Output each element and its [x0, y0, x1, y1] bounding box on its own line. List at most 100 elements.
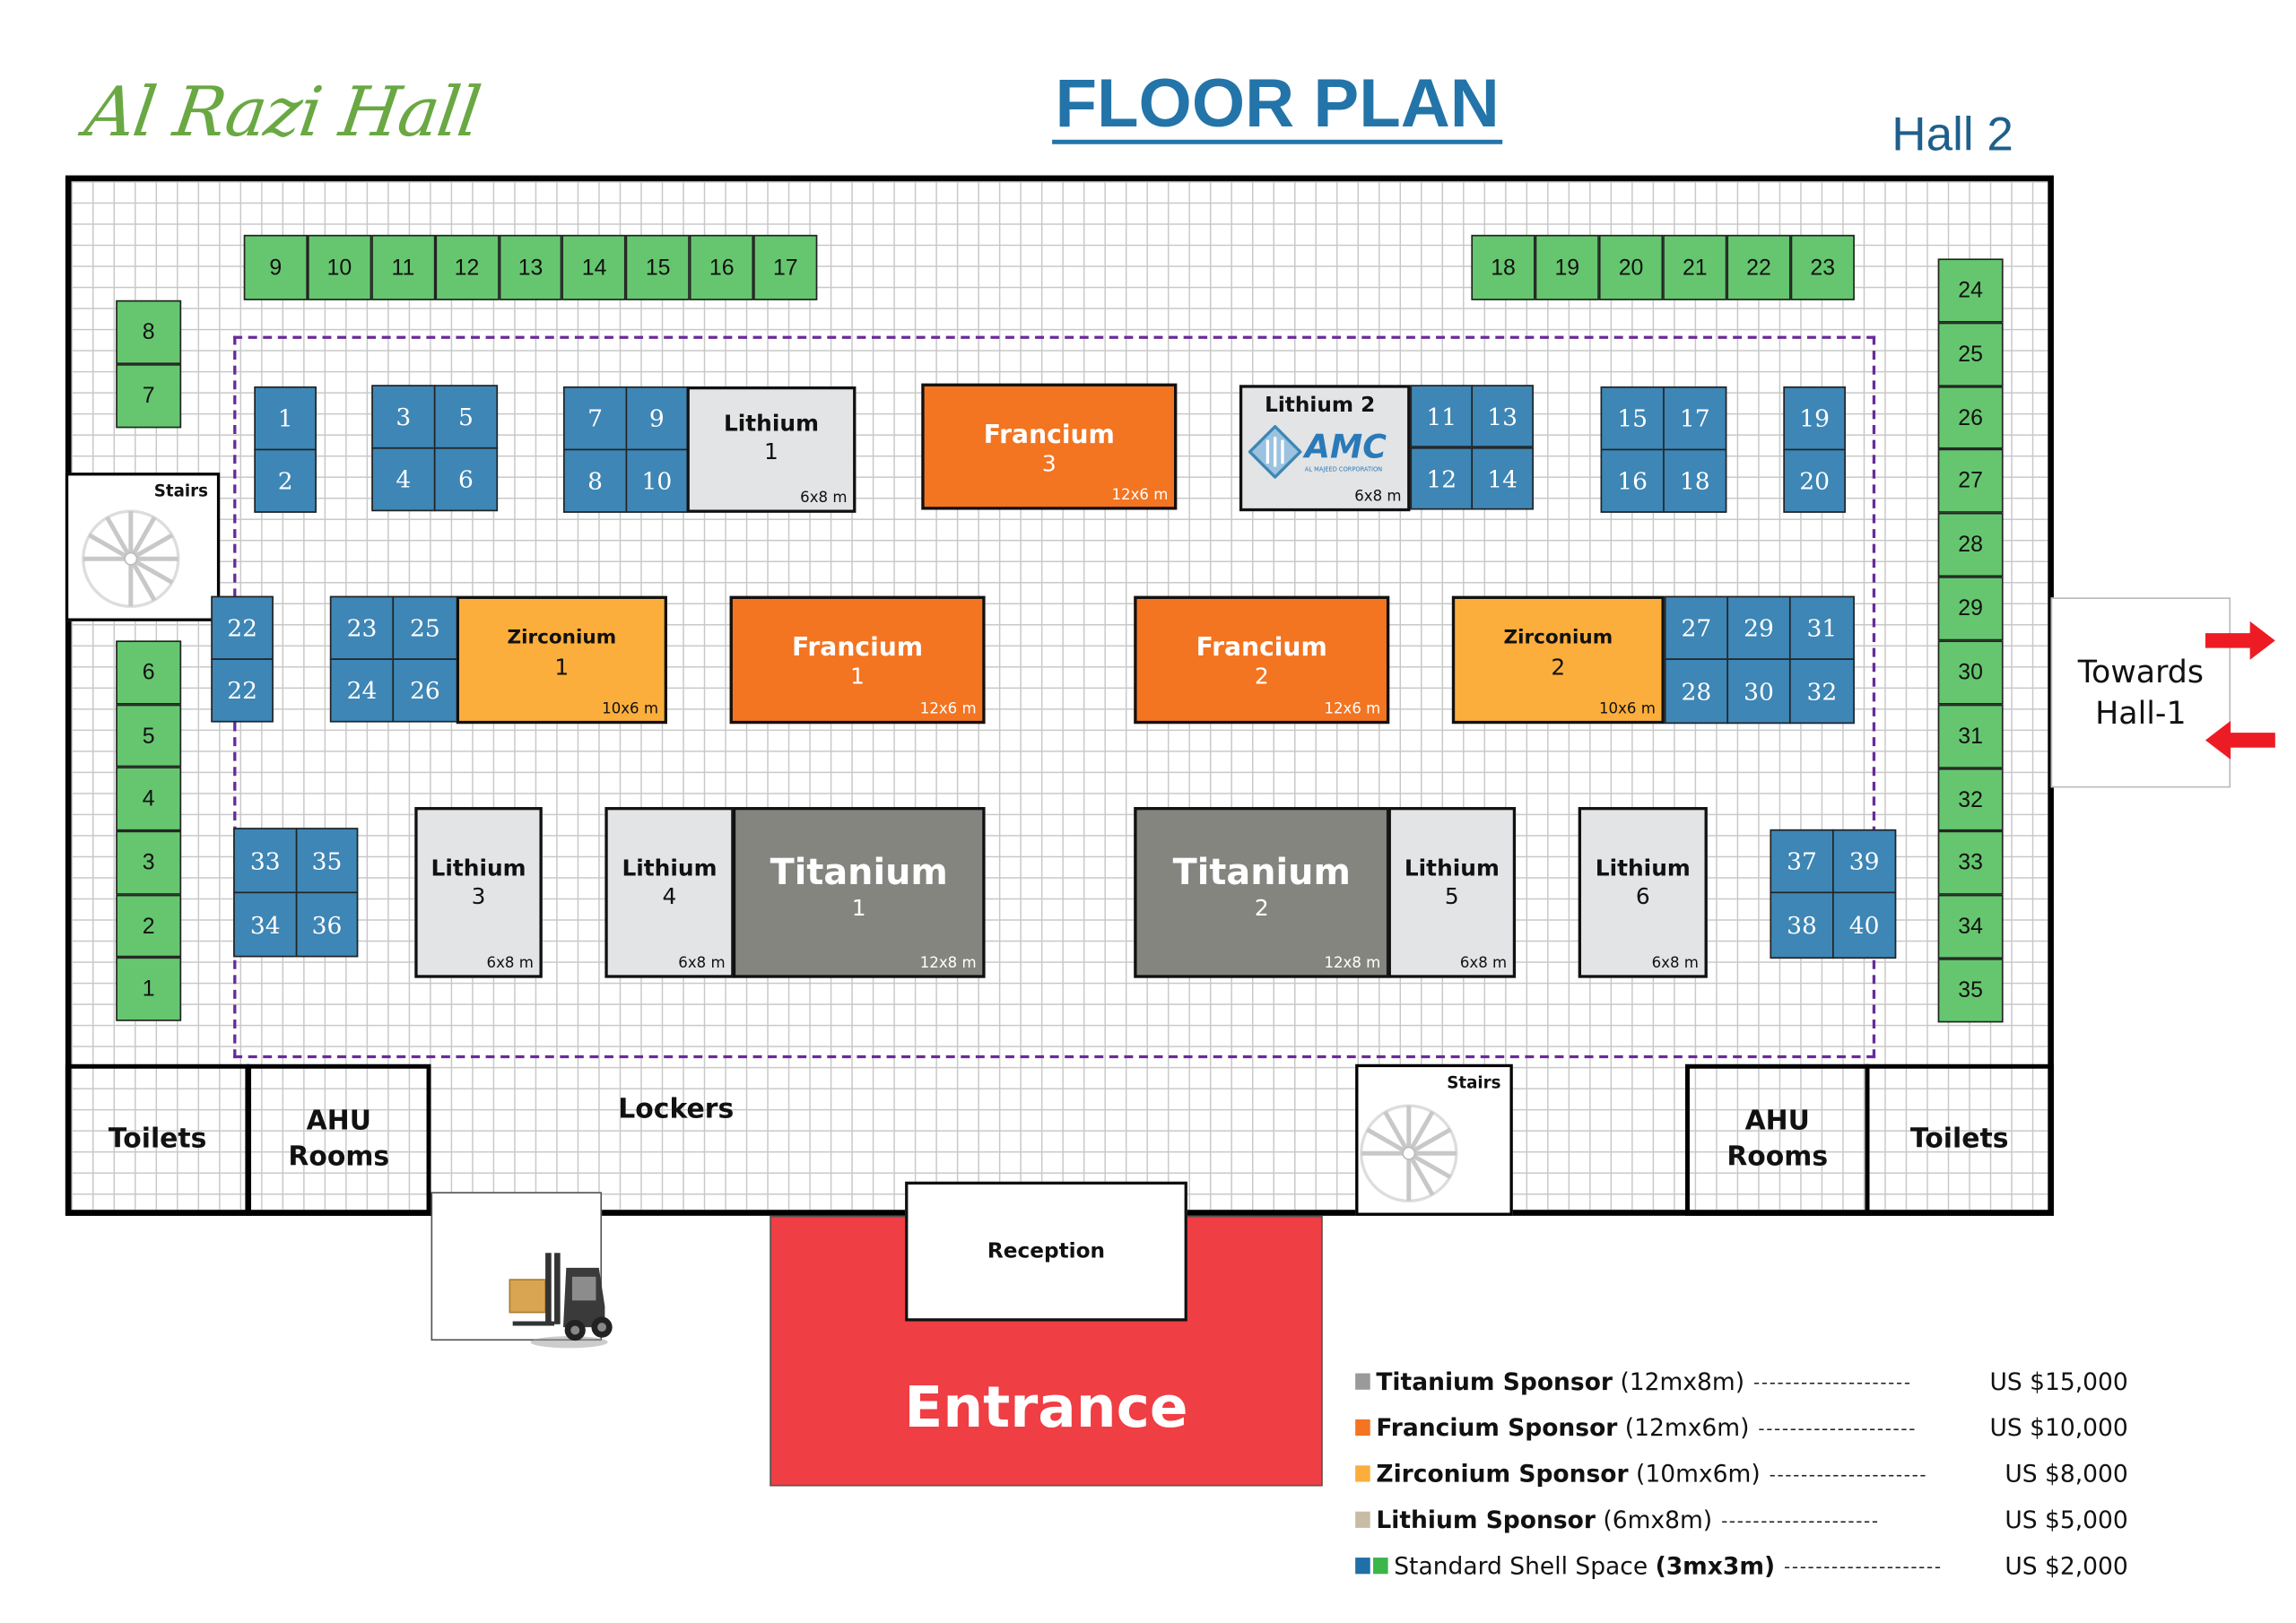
spiral-stairs-icon [1360, 1104, 1458, 1202]
sponsor-lithium-1[interactable]: Lithium 1 6x8 m [686, 386, 857, 513]
booth[interactable]: 22 [211, 658, 274, 723]
booth[interactable]: 4 [371, 447, 436, 512]
booth[interactable]: 22 [211, 595, 274, 660]
sponsor-francium-3[interactable]: Francium 3 12x6 m [921, 383, 1178, 510]
booth[interactable]: 34 [233, 891, 298, 958]
booth[interactable]: 3 [371, 385, 436, 449]
booth[interactable]: 8 [116, 299, 182, 365]
booth[interactable]: 31 [1937, 704, 2004, 768]
sponsor-zirconium-2[interactable]: Zirconium 2 10x6 m [1451, 595, 1665, 725]
booth[interactable]: 23 [1790, 234, 1855, 300]
booth[interactable]: 15 [626, 234, 691, 300]
booth[interactable]: 10 [625, 448, 689, 513]
booth[interactable]: 1 [116, 958, 182, 1021]
booth[interactable]: 36 [295, 891, 359, 958]
booth[interactable]: 28 [1664, 658, 1729, 725]
booth[interactable]: 16 [1600, 448, 1665, 513]
booth[interactable]: 7 [116, 364, 182, 429]
booth[interactable]: 5 [433, 385, 499, 449]
booth[interactable]: 2 [254, 448, 317, 513]
booth[interactable]: 6 [116, 640, 182, 705]
sponsor-lithium-6[interactable]: Lithium 6 6x8 m [1578, 807, 1708, 978]
booth[interactable]: 1 [254, 386, 317, 451]
booth[interactable]: 25 [392, 595, 458, 660]
booth[interactable]: 28 [1937, 513, 2004, 577]
booth[interactable]: 20 [1783, 448, 1846, 513]
booth-col-left-upper: 8 7 [116, 299, 182, 429]
booth[interactable]: 29 [1937, 577, 2004, 641]
sponsor-lithium-5[interactable]: Lithium 5 6x8 m [1387, 807, 1517, 978]
booth[interactable]: 33 [233, 828, 298, 894]
booth[interactable]: 24 [1937, 258, 2004, 323]
booth[interactable]: 10 [307, 234, 371, 300]
booth[interactable]: 19 [1783, 386, 1846, 451]
booth[interactable]: 29 [1726, 595, 1791, 660]
booth[interactable]: 7 [562, 386, 628, 451]
stairs-label: Stairs [153, 482, 208, 501]
booth[interactable]: 13 [499, 234, 563, 300]
sponsor-titanium-1[interactable]: Titanium 1 12x8 m [732, 807, 986, 978]
booth[interactable]: 38 [1770, 891, 1834, 959]
reception: Reception [905, 1181, 1187, 1322]
francium-swatch [1355, 1419, 1370, 1436]
booth[interactable]: 14 [1471, 447, 1534, 510]
booth[interactable]: 25 [1937, 322, 2004, 386]
sponsor-lithium-3[interactable]: Lithium 3 6x8 m [414, 807, 543, 978]
booth[interactable]: 6 [433, 447, 499, 512]
booth[interactable]: 37 [1770, 829, 1834, 894]
booth[interactable]: 11 [1410, 385, 1474, 447]
sponsor-titanium-2[interactable]: Titanium 2 12x8 m [1134, 807, 1390, 978]
booth[interactable]: 40 [1832, 891, 1897, 959]
booth[interactable]: 24 [329, 658, 395, 723]
booth[interactable]: 33 [1937, 831, 2004, 896]
booth[interactable]: 16 [690, 234, 754, 300]
booth[interactable]: 12 [434, 234, 500, 300]
booth[interactable]: 18 [1471, 234, 1535, 300]
booth[interactable]: 22 [1726, 234, 1791, 300]
booth[interactable]: 9 [243, 234, 308, 300]
booth[interactable]: 5 [116, 704, 182, 768]
booth[interactable]: 27 [1664, 595, 1729, 660]
booth[interactable]: 12 [1410, 447, 1474, 510]
sponsor-francium-1[interactable]: Francium 1 12x6 m [729, 595, 986, 725]
booth[interactable]: 32 [1788, 658, 1855, 725]
booth[interactable]: 35 [1937, 959, 2004, 1023]
arrow-right-icon [2205, 621, 2275, 660]
legend-row-lithium: Lithium Sponsor (6mx8m) ----------------… [1355, 1497, 2128, 1542]
booth[interactable]: 17 [1663, 386, 1727, 451]
hall-label: Hall 2 [1892, 107, 2013, 161]
booth[interactable]: 11 [370, 234, 435, 300]
booth[interactable]: 35 [295, 828, 359, 894]
ahu-rooms-right: AHU Rooms [1684, 1063, 1870, 1216]
booth[interactable]: 4 [116, 767, 182, 831]
booth[interactable]: 21 [1663, 234, 1727, 300]
legend-row-titanium: Titanium Sponsor (12mx8m) --------------… [1355, 1358, 2128, 1404]
booth[interactable]: 26 [392, 658, 458, 723]
booth[interactable]: 34 [1937, 895, 2004, 959]
booth[interactable]: 30 [1726, 658, 1791, 725]
booth[interactable]: 19 [1535, 234, 1599, 300]
booth[interactable]: 26 [1937, 386, 2004, 450]
towards-hall-1[interactable]: Towards Hall-1 [2050, 597, 2231, 788]
booth[interactable]: 17 [753, 234, 818, 300]
booth[interactable]: 39 [1832, 829, 1897, 894]
booth[interactable]: 23 [329, 595, 395, 660]
booth[interactable]: 31 [1788, 595, 1855, 660]
sponsor-lithium-4[interactable]: Lithium 4 6x8 m [604, 807, 735, 978]
booth[interactable]: 32 [1937, 768, 2004, 832]
booth[interactable]: 13 [1471, 385, 1534, 447]
booth[interactable]: 8 [562, 448, 628, 513]
booth[interactable]: 3 [116, 830, 182, 895]
booth[interactable]: 20 [1598, 234, 1664, 300]
booth[interactable]: 15 [1600, 386, 1665, 451]
booth[interactable]: 30 [1937, 640, 2004, 705]
booth[interactable]: 14 [562, 234, 627, 300]
booth[interactable]: 2 [116, 894, 182, 959]
booth[interactable]: 9 [625, 386, 689, 451]
sponsor-lithium-2[interactable]: Lithium 2 AMC AL MAJEED CORPORATION 6x8 … [1239, 385, 1411, 512]
booth[interactable]: 18 [1663, 448, 1727, 513]
sponsor-francium-2[interactable]: Francium 2 12x6 m [1134, 595, 1390, 725]
booth[interactable]: 27 [1937, 449, 2004, 514]
sponsor-zirconium-1[interactable]: Zirconium 1 10x6 m [456, 595, 667, 725]
